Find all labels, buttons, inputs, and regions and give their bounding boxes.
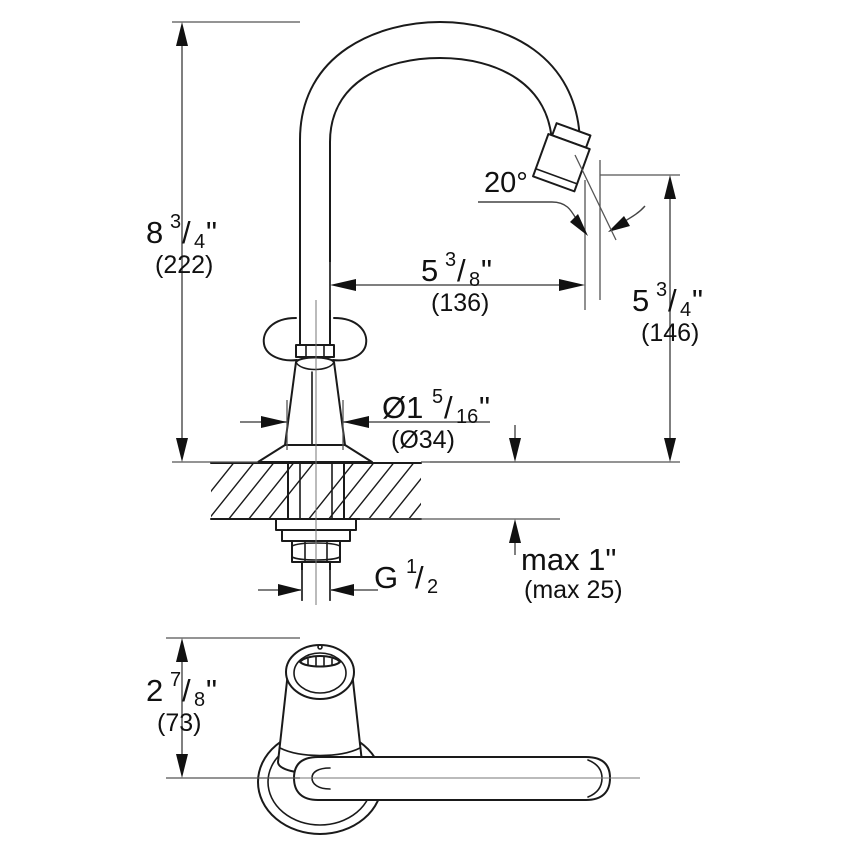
annotation-aerator-angle: 20° (478, 154, 646, 300)
aerator-body (532, 133, 591, 193)
arrow-up (176, 22, 188, 46)
plan-cap-pin (317, 644, 323, 650)
thread-arrow-left (278, 584, 302, 596)
angle-leader-arrow-right (608, 216, 630, 232)
reach-slash: / (457, 253, 466, 288)
diam-whole: Ø1 (382, 390, 423, 425)
dimension-thread-size: G 1 / 2 (258, 556, 438, 600)
dimension-reach: 5 3 / 8 " (136) (329, 180, 586, 317)
deck-label: max 1" (521, 542, 616, 577)
spout-metric: (146) (641, 319, 699, 347)
angle-leader-arrow (570, 214, 588, 236)
spout-denominator: 4 (680, 299, 691, 321)
spout-slash: / (668, 283, 677, 318)
handle-wing-left (262, 317, 298, 362)
angle-leader-line (478, 201, 579, 223)
reach-whole: 5 (421, 253, 438, 288)
base-flange (257, 444, 373, 463)
thread-arrow-right (330, 584, 354, 596)
spout-unit: " (692, 283, 703, 318)
spout-arrow-down (664, 438, 676, 462)
spout-outer-curve (299, 21, 581, 301)
handle-arrow-up (176, 638, 188, 662)
thread-denominator: 2 (427, 576, 438, 598)
plan-cap-inner (293, 652, 347, 694)
height-slash: / (182, 215, 191, 250)
reach-metric: (136) (431, 289, 489, 317)
plan-body-shoulder (279, 747, 361, 757)
thread-numerator: 1 (406, 556, 417, 578)
arrow-down (176, 438, 188, 462)
diam-arrow-right (343, 416, 369, 428)
plan-cap-badge (299, 655, 341, 668)
handle-arrow-down (176, 754, 188, 778)
plan-view (170, 644, 640, 835)
height-metric: (222) (155, 251, 213, 279)
diam-numerator: 5 (432, 386, 443, 408)
bonnet-nut-line (305, 344, 325, 358)
diam-unit: " (479, 390, 490, 425)
reach-denominator: 8 (469, 269, 480, 291)
height-unit: " (206, 215, 217, 250)
handle-numerator: 7 (170, 669, 181, 691)
deck-arrow-up (509, 519, 521, 543)
reach-arrow-left (330, 279, 356, 291)
diam-denominator: 16 (456, 406, 478, 428)
spout-inner-curve (329, 57, 553, 301)
handle-unit: " (206, 673, 217, 708)
faucet-body (284, 356, 346, 446)
thread-slash: / (415, 560, 424, 595)
spout-numerator: 3 (656, 279, 667, 301)
dimension-deck-thickness: max 1" (max 25) (360, 425, 623, 604)
dimension-handle-height: 2 7 / 8 " (73) (146, 637, 300, 779)
deck-arrow-down (509, 438, 521, 462)
plan-cap-badge-detail (307, 656, 333, 666)
height-numerator: 3 (170, 211, 181, 233)
elevation-view (210, 21, 592, 605)
dimension-spout-height: 5 3 / 4 " (146) (430, 174, 703, 463)
deck-metric: (max 25) (524, 576, 623, 604)
dimension-overall-height: 8 3 / 4 " (222) (146, 21, 300, 463)
angle-tilt-ref (574, 154, 617, 241)
angle-label: 20° (484, 167, 528, 199)
aerator-lip (534, 167, 578, 185)
height-whole: 8 (146, 215, 163, 250)
reach-unit: " (481, 253, 492, 288)
dimension-base-diameter: Ø1 5 / 16 " (Ø34) (240, 386, 490, 454)
handle-whole: 2 (146, 673, 163, 708)
height-denominator: 4 (194, 231, 205, 253)
aerator-assembly (532, 122, 592, 193)
body-top-ellipse (295, 361, 335, 371)
diam-arrow-left (261, 416, 287, 428)
handle-slash: / (182, 673, 191, 708)
diam-metric: (Ø34) (391, 426, 455, 454)
thread-letter: G (374, 560, 398, 595)
spout-arrow-up (664, 175, 676, 199)
reach-numerator: 3 (445, 249, 456, 271)
spout-whole: 5 (632, 283, 649, 318)
deck-hatching (211, 463, 421, 520)
reach-arrow-right (559, 279, 585, 291)
diam-slash: / (444, 390, 453, 425)
handle-denominator: 8 (194, 689, 205, 711)
handle-metric: (73) (157, 709, 201, 737)
bonnet-nut (295, 344, 335, 358)
handle-wing-right (332, 317, 368, 362)
